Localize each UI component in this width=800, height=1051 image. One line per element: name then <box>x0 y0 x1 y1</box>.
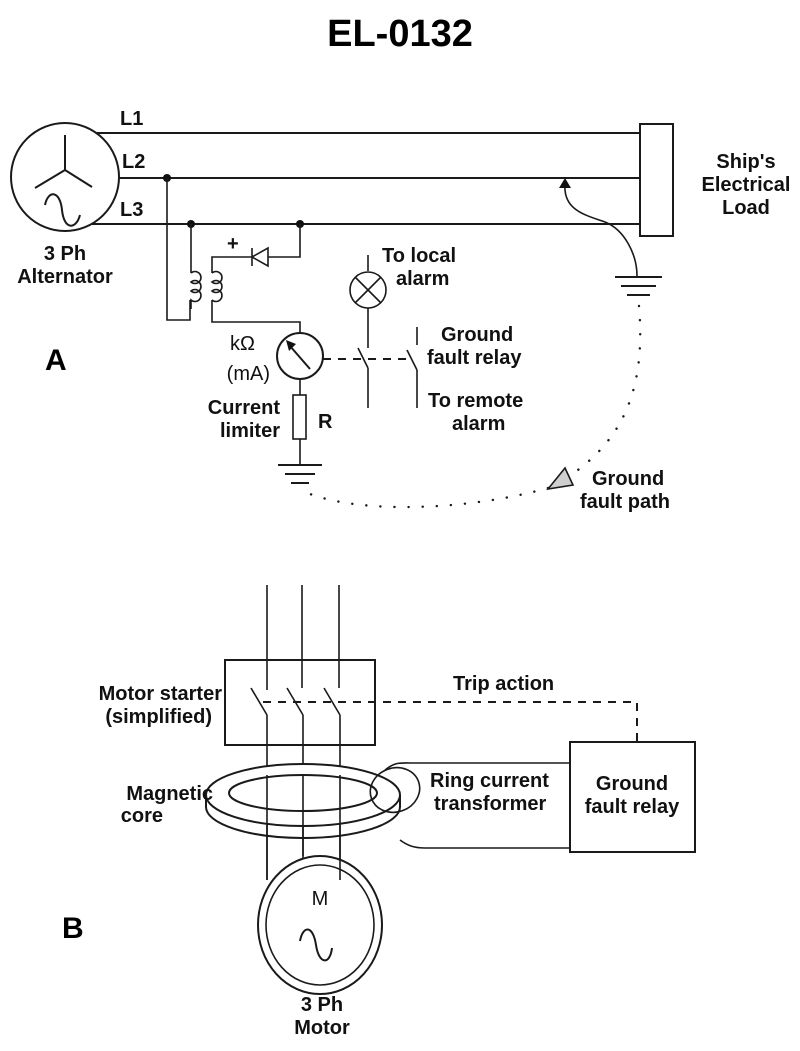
motor-symbol: M <box>312 888 329 910</box>
remote-alarm-label-2: alarm <box>452 413 505 435</box>
ground-fault-relay-box <box>569 741 696 853</box>
alternator-label-1: 3 Ph <box>44 243 86 265</box>
core-label-2: core <box>121 805 163 827</box>
fault-path-label-2: fault path <box>580 491 670 513</box>
line-l2-label: L2 <box>122 151 145 173</box>
meter-unit-kohm: kΩ <box>230 333 255 355</box>
line-l1-label: L1 <box>120 108 143 130</box>
motor-icon <box>257 855 383 995</box>
starter-label-1: Motor starter <box>99 683 223 705</box>
relay-label-2: fault relay <box>427 347 522 369</box>
panel-a: A 3 Ph Alternator L1 L2 L3 <box>10 108 674 513</box>
local-alarm-lamp-icon <box>349 255 387 348</box>
ground-icon <box>615 276 662 296</box>
limiter-label-2: limiter <box>220 420 280 442</box>
remote-alarm-label-1: To remote <box>428 390 523 412</box>
diagram-title: EL-0132 <box>327 13 473 55</box>
local-alarm-label-2: alarm <box>396 268 449 290</box>
line-l3-label: L3 <box>120 199 143 221</box>
trip-action-label: Trip action <box>453 673 554 695</box>
ship-load-label-1: Ship's <box>716 151 775 173</box>
motor-label-1: 3 Ph <box>301 994 343 1016</box>
panel-b-label: B <box>62 912 84 945</box>
ct-label-1: Ring current <box>430 770 549 792</box>
core-label-1: Magnetic <box>126 783 213 805</box>
trip-action-link <box>263 701 638 742</box>
relay-b-label-2: fault relay <box>585 796 680 818</box>
ct-label-2: transformer <box>434 793 546 815</box>
panel-b: B Trip action Motor starter (simplified) <box>62 585 696 1039</box>
motor-label-2: Motor <box>294 1017 350 1039</box>
alternator-label-2: Alternator <box>17 266 113 288</box>
ship-load-label-2: Electrical <box>702 174 791 196</box>
fault-path-arrow-icon <box>546 466 575 491</box>
ship-load-box <box>639 123 674 237</box>
relay-label-1: Ground <box>441 324 513 346</box>
magnetic-core-icon <box>205 763 401 839</box>
ground-icon <box>278 464 322 484</box>
ship-load-label-3: Load <box>722 197 770 219</box>
fault-path-label-1: Ground <box>592 468 664 490</box>
ring-ct-winding-icon <box>369 762 570 849</box>
resistor-label: R <box>318 411 333 433</box>
diode-icon <box>250 224 301 268</box>
relay-b-label-1: Ground <box>596 773 668 795</box>
relay-contact-icon <box>357 327 418 408</box>
limiter-label-1: Current <box>208 397 281 419</box>
local-alarm-label-1: To local <box>382 245 456 267</box>
meter-unit-ma: (mA) <box>227 363 270 385</box>
panel-a-label: A <box>45 344 67 377</box>
starter-label-2: (simplified) <box>105 706 212 728</box>
diode-polarity: + <box>227 233 239 255</box>
fault-arrow-icon <box>559 178 571 188</box>
